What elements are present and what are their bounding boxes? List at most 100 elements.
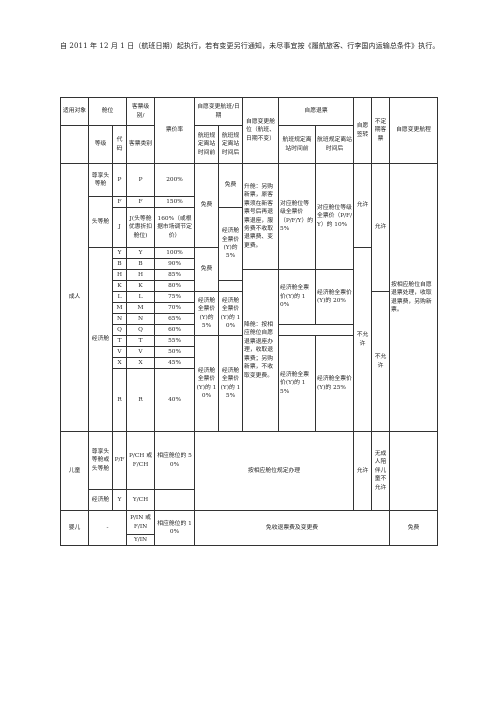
first-change-after: 免费 [218,163,244,208]
rate-cell: 80% [154,280,196,292]
rate-cell: 90% [154,258,196,270]
fare-cell: V [126,346,156,358]
infant-rate: 相应舱位的 10% [154,510,196,546]
fare-cell: L [126,291,156,303]
route-rule: 按相应舱位自愿退票处理，收取退票费，另购新票。 [389,163,439,432]
rate-cell: 100% [154,247,196,259]
code-cell: Q [111,324,128,336]
rate-cell: 150% [154,196,196,208]
header-cabin: 舱位 [87,97,128,126]
header-vol-change-date: 自愿变更航班/日期 [194,97,244,126]
header-applicable-2 [60,125,89,164]
child-premium-first: 尊享头等舱或头等舱 [88,431,113,490]
infant-fare-b: Y/IN [126,534,156,546]
endorse-economy: 不允许 [353,247,373,432]
intro-text: 自 2011 年 12 月 1 日（航班日期）起执行，若有变更另行通知，未尽事宜… [60,42,440,50]
rate-cell: 85% [154,269,196,281]
child-rate-y [154,489,196,511]
code-cell: X [111,357,128,369]
header-refund-before: 航班规定离站时间前 [278,125,317,164]
rate-cell: 70% [154,302,196,314]
economy-label: 经济舱 [88,247,113,432]
fare-cell: H [126,269,156,281]
rate-cell: 160%（或根据市场调节定价） [154,207,196,248]
rate-cell: 40% [154,368,196,432]
fare-cell: M [126,302,156,314]
code-cell: N [111,313,128,325]
child-fare-pf: P/CH 或 F/CH [126,431,156,490]
fare-rules-table: 适用对象 舱位 客票级别/ 票价率 自愿变更航班/日期 自愿变更舱位（航班、日期… [60,97,439,546]
header-class-level: 等级 [88,125,113,164]
premium-class-label: 尊享头等舱 [88,163,113,197]
header-vol-upgrade: 自愿变更舱位（航班、日期不变） [242,97,280,164]
header-fare-type: 客票类别 [126,125,156,164]
undetermined-first: 允许 [371,163,391,292]
infant-fare-a: P/IN 或 F/IN [126,510,156,535]
fare-cell: X [126,357,156,369]
fare-cell: F [126,196,156,208]
code-cell: B [111,258,128,270]
child-fare-y: Y/CH [126,489,156,511]
rate-cell: 45% [154,357,196,369]
infant-route-free: 免费 [389,510,439,546]
fare-cell: N [126,313,156,325]
refund-first-before: 对应舱位等级全票价（P/F/Y）的 5% [278,163,317,270]
refund-y25: 经济舱全票价(Y)的 25% [315,335,355,432]
refund-first-after: 对应舱位等级全票价（P/F/Y）的 10% [315,163,355,270]
fare-cell: B [126,258,156,270]
economy-change-free: 免费 [194,247,220,292]
header-fare-level: 客票级别/ [126,97,156,126]
fare-cell: Y [126,247,156,259]
code-cell: M [111,302,128,314]
header-after-dep: 航班规定离站时间后 [218,125,244,164]
fare-cell: J(头等舱优惠折扣舱位) [126,207,156,248]
undetermined-economy: 不允许 [371,291,391,432]
child-rule: 按相应舱位规定办理 [194,431,355,511]
code-cell: K [111,280,128,292]
child-code-y: Y [111,489,128,511]
rate-cell: 200% [154,163,196,197]
endorse-first: 允许 [353,163,373,248]
fare-cell: R [126,368,156,432]
rate-cell: 55% [154,335,196,347]
rate-cell: 65% [154,313,196,325]
code-cell: Y [111,247,128,259]
header-vol-route: 自愿变更航程 [389,97,439,164]
child-undetermined: 无成人陪伴儿童不允许 [371,431,391,511]
code-cell: P [111,163,128,197]
rate-cell: 50% [154,346,196,358]
code-cell: T [111,335,128,347]
change-y5-first: 经济舱全票价(Y)的 5% [218,207,244,281]
header-vol-refund: 自愿退票 [278,97,355,126]
code-cell: V [111,346,128,358]
code-cell: H [111,269,128,281]
header-refund-after: 航班规定离站时间后 [315,125,355,164]
refund-y20: 经济舱全票价(Y)的 20% [315,269,355,325]
infant-dash: - [87,510,128,546]
child-code-pf: P/F [111,431,128,490]
code-cell: R [111,368,128,432]
header-before-dep: 航班规定离站时间前 [194,125,220,164]
header-code: 代码 [111,125,128,164]
header-applicable: 适用对象 [60,97,89,126]
fare-cell: Q [126,324,156,336]
change-y15-low: 经济舱全票价(Y)的 15% [218,335,244,432]
child-economy: 经济舱 [88,489,113,511]
first-class-label: 头等舱 [88,196,113,248]
header-vol-endorse: 自愿签转 [353,97,373,164]
rate-cell: 60% [154,324,196,336]
refund-y10: 经济舱全票价(Y)的 10% [278,269,317,325]
code-cell: J [111,207,128,248]
adult-label: 成人 [60,163,89,432]
change-y10-low: 经济舱全票价(Y)的 10% [194,335,220,432]
code-cell: F [111,196,128,208]
header-undetermined: 不定期客票 [371,97,391,164]
code-cell: L [111,291,128,303]
header-fare-rate: 票价率 [154,97,196,164]
fare-cell: T [126,335,156,347]
fare-cell: K [126,280,156,292]
child-rate-pf: 相应舱位的 50% [154,431,196,490]
infant-label: 婴儿 [60,510,89,546]
refund-y15: 经济舱全票价(Y)的 15% [278,335,317,432]
child-route [389,431,439,511]
